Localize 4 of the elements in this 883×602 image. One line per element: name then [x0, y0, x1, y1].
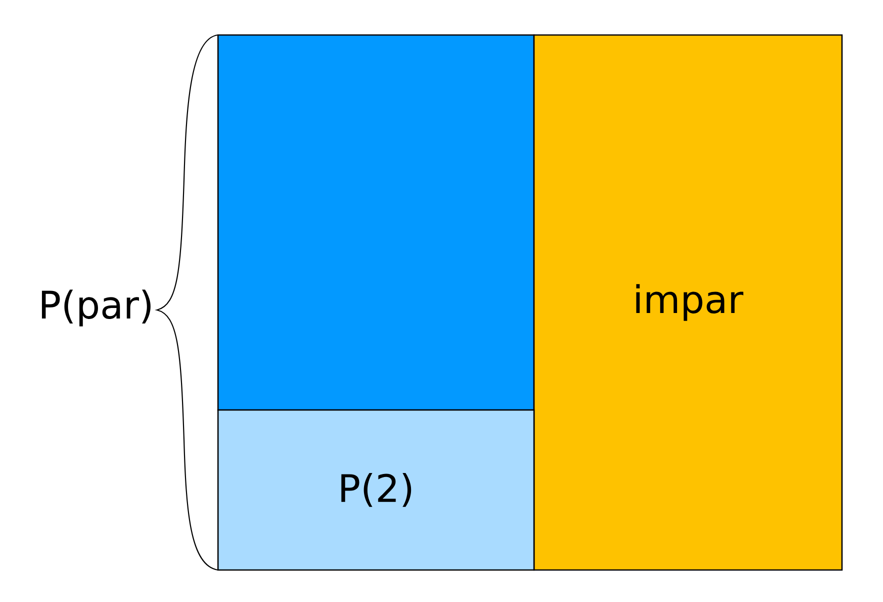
region-box: P(2)	[217, 409, 535, 571]
brace-label: P(par)	[42, 290, 151, 326]
region-box	[217, 34, 535, 411]
region-box: impar	[533, 34, 843, 571]
